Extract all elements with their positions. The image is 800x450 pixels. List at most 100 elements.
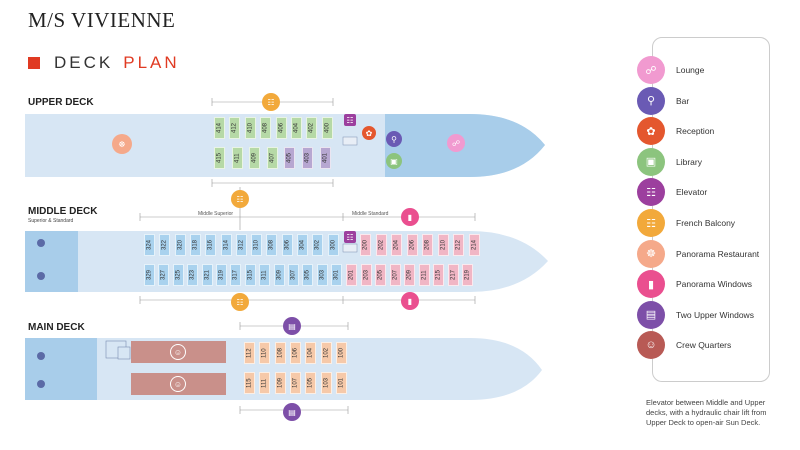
cabin-317[interactable]: 317 (230, 264, 242, 286)
cabin-318[interactable]: 318 (189, 234, 201, 256)
title-square-icon (28, 57, 40, 69)
crew-quarters-icon: ☺ (170, 344, 186, 360)
cabin-200[interactable]: 200 (360, 234, 371, 256)
cabin-325[interactable]: 325 (172, 264, 184, 286)
cabin-104[interactable]: 104 (305, 342, 317, 364)
sofa-icon: ☍ (637, 56, 665, 84)
legend-label: Panorama Windows (676, 279, 753, 290)
lounge-icon: ☍ (447, 134, 465, 152)
cabin-110[interactable]: 110 (259, 342, 271, 364)
cabin-209[interactable]: 209 (404, 264, 415, 286)
panorama-windows-icon: ▮ (401, 208, 419, 226)
cabin-414[interactable]: 414 (214, 117, 225, 139)
cabin-401[interactable]: 401 (319, 147, 331, 169)
cabin-314[interactable]: 314 (220, 234, 232, 256)
cabin-103[interactable]: 103 (320, 372, 332, 394)
cabin-206[interactable]: 206 (406, 234, 418, 256)
cabin-106[interactable]: 106 (289, 342, 301, 364)
cabin-301[interactable]: 301 (331, 264, 343, 286)
cabin-107[interactable]: 107 (289, 372, 301, 394)
cabin-327[interactable]: 327 (158, 264, 170, 286)
legend-label: Two Upper Windows (676, 309, 754, 320)
middle-deck-sub: Superior & Standard (28, 218, 74, 224)
cabin-115[interactable]: 115 (244, 372, 255, 394)
elevator-icon: ☷ (344, 231, 356, 243)
cabin-400[interactable]: 400 (321, 117, 333, 139)
cabin-409[interactable]: 409 (249, 147, 261, 169)
cabin-300[interactable]: 300 (327, 234, 339, 256)
cabin-305[interactable]: 305 (302, 264, 314, 286)
cabin-324[interactable]: 324 (144, 234, 155, 256)
cabin-306[interactable]: 306 (281, 234, 293, 256)
cabin-303[interactable]: 303 (316, 264, 328, 286)
cabin-310[interactable]: 310 (251, 234, 263, 256)
cabin-323[interactable]: 323 (187, 264, 199, 286)
cabin-202[interactable]: 202 (375, 234, 387, 256)
cabin-208[interactable]: 208 (422, 234, 433, 256)
cabin-411[interactable]: 411 (231, 147, 243, 169)
cabin-210[interactable]: 210 (437, 234, 449, 256)
cabin-319[interactable]: 319 (216, 264, 227, 286)
cabin-403[interactable]: 403 (302, 147, 313, 169)
cabin-207[interactable]: 207 (389, 264, 401, 286)
cabin-109[interactable]: 109 (274, 372, 286, 394)
cabin-412[interactable]: 412 (229, 117, 241, 139)
cabin-214[interactable]: 214 (468, 234, 480, 256)
cabin-415[interactable]: 415 (214, 147, 225, 169)
cabin-204[interactable]: 204 (391, 234, 402, 256)
cabin-100[interactable]: 100 (335, 342, 347, 364)
cabin-406[interactable]: 406 (275, 117, 287, 139)
panorama-restaurant-icon: ☸ (112, 134, 132, 154)
cabin-309[interactable]: 309 (273, 264, 285, 286)
cabin-215[interactable]: 215 (433, 264, 444, 286)
cabin-410[interactable]: 410 (244, 117, 256, 139)
cabin-308[interactable]: 308 (266, 234, 278, 256)
middle-deck-stern (25, 231, 78, 292)
cabin-105[interactable]: 105 (305, 372, 317, 394)
cabin-205[interactable]: 205 (375, 264, 386, 286)
cabin-302[interactable]: 302 (312, 234, 324, 256)
cabin-304[interactable]: 304 (297, 234, 308, 256)
middle-deck-label: MIDDLE DECK (28, 206, 98, 217)
cabin-211[interactable]: 211 (418, 264, 430, 286)
cabin-316[interactable]: 316 (205, 234, 217, 256)
cabin-111[interactable]: 111 (259, 372, 271, 394)
stairs (342, 136, 358, 146)
title-part-1: DECK (54, 53, 114, 72)
cabin-203[interactable]: 203 (360, 264, 372, 286)
legend-label: French Balcony (676, 218, 736, 228)
bell-icon: ✿ (637, 117, 665, 146)
porthole-icon (37, 352, 45, 360)
cabin-322[interactable]: 322 (159, 234, 171, 256)
cabin-108[interactable]: 108 (274, 342, 286, 364)
cabin-201[interactable]: 201 (346, 264, 357, 286)
legend-label: Library (676, 156, 702, 167)
upper-deck-bow (385, 114, 545, 177)
cabin-329[interactable]: 329 (144, 264, 155, 286)
cabin-407[interactable]: 407 (266, 147, 278, 169)
legend-item: ▮Panorama Windows (637, 270, 753, 299)
reception-icon: ✿ (362, 126, 376, 140)
cabin-402[interactable]: 402 (306, 117, 318, 139)
glasses-icon: ⚲ (637, 86, 665, 115)
french-balcony-icon: ☷ (231, 190, 249, 208)
porthole-icon (37, 239, 45, 247)
cabin-307[interactable]: 307 (288, 264, 299, 286)
cabin-408[interactable]: 408 (260, 117, 272, 139)
cabin-320[interactable]: 320 (174, 234, 186, 256)
cabin-312[interactable]: 312 (235, 234, 247, 256)
legend-item: ✿Reception (637, 117, 714, 146)
cabin-217[interactable]: 217 (447, 264, 459, 286)
cabin-212[interactable]: 212 (453, 234, 464, 256)
legend-item: ☸Panorama Restaurant (637, 239, 759, 268)
cabin-321[interactable]: 321 (201, 264, 213, 286)
stairs (117, 346, 131, 360)
cabin-311[interactable]: 311 (259, 264, 271, 286)
cabin-101[interactable]: 101 (335, 372, 347, 394)
cabin-112[interactable]: 112 (244, 342, 255, 364)
cabin-315[interactable]: 315 (244, 264, 256, 286)
cabin-102[interactable]: 102 (320, 342, 332, 364)
cabin-219[interactable]: 219 (462, 264, 473, 286)
cabin-404[interactable]: 404 (291, 117, 302, 139)
cabin-405[interactable]: 405 (284, 147, 296, 169)
